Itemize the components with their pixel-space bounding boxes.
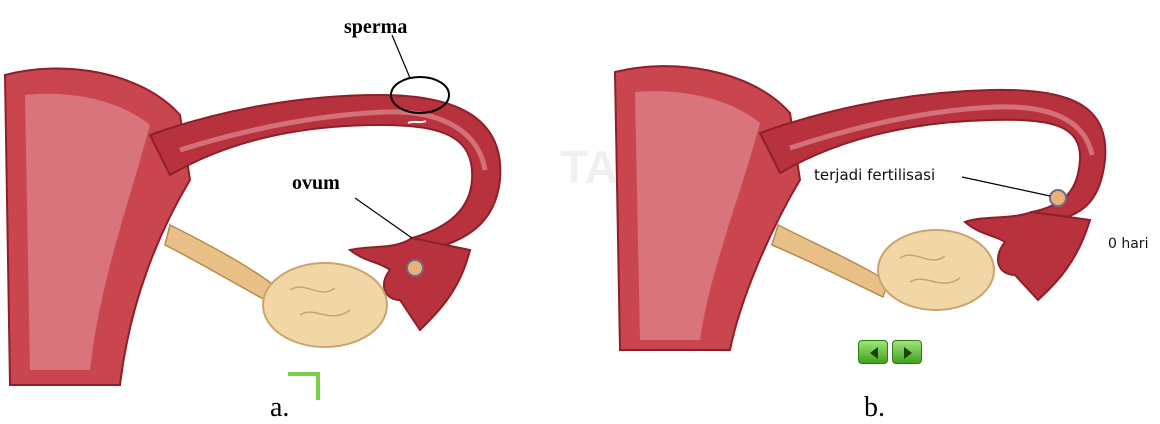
ovum-label: ovum <box>292 172 340 195</box>
uterine-tube-illustration-a <box>0 0 560 421</box>
caption-b: b. <box>864 392 885 424</box>
caption-a: a. <box>270 392 289 424</box>
next-button[interactable] <box>892 340 922 364</box>
fertilized-ovum <box>1050 190 1066 206</box>
arrow-left-icon <box>868 346 880 360</box>
ovum-cell <box>407 260 423 276</box>
sperma-label: sperma <box>344 16 407 39</box>
panel-a: sperma ovum a. <box>0 0 560 421</box>
previous-button[interactable] <box>858 340 888 364</box>
fertilization-label: terjadi fertilisasi <box>814 166 935 184</box>
arrow-right-icon <box>902 346 914 360</box>
panel-b: terjadi fertilisasi 0 hari b. <box>600 0 1160 421</box>
day-counter: 0 hari <box>1108 236 1148 252</box>
